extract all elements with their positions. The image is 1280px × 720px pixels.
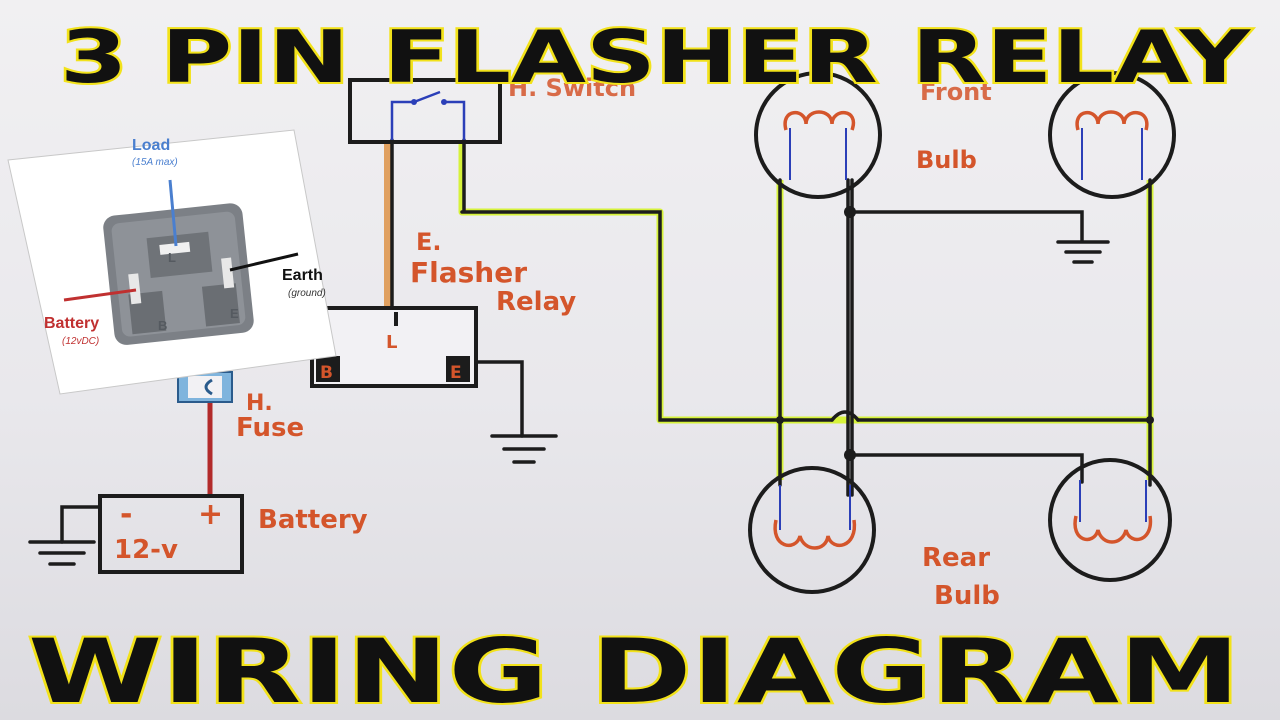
black-wires xyxy=(28,138,1152,566)
bottom-title: WIRING DIAGRAM xyxy=(28,620,1240,720)
inset-pin-e: E xyxy=(230,306,239,321)
battery-negative: - xyxy=(120,497,132,532)
flasher-label-line2: Flasher xyxy=(410,256,527,289)
flasher-label-line3: Relay xyxy=(496,287,576,317)
front-bulb-label-line1: Front xyxy=(920,78,992,106)
fuse-label-line2: Fuse xyxy=(236,413,304,443)
relay-pin-e: E xyxy=(450,363,462,383)
inset-load-label: Load xyxy=(132,137,170,154)
rear-bulb-label-line2: Bulb xyxy=(934,581,1000,611)
relay-inset xyxy=(7,129,337,395)
fuse xyxy=(177,371,233,403)
inset-battery-label: Battery xyxy=(44,315,99,332)
inset-earth-sub: (ground) xyxy=(288,288,326,299)
rear-bulb-label-line1: Rear xyxy=(922,543,990,573)
junction-dots xyxy=(776,206,1154,461)
inset-pin-l: L xyxy=(168,250,176,265)
front-bulb-label-line2: Bulb xyxy=(916,146,977,174)
switch-label: H. Switch xyxy=(508,74,636,102)
battery-positive: + xyxy=(198,497,223,532)
inset-load-sub: (15A max) xyxy=(132,157,178,168)
battery-voltage: 12-v xyxy=(114,535,178,565)
flasher-relay xyxy=(310,306,478,388)
switch-to-bulbs-wire xyxy=(458,140,1150,424)
top-title: 3 PIN FLASHER RELAY xyxy=(60,15,1251,99)
fuse-label-line1: H. xyxy=(246,391,273,416)
inset-battery-sub: (12vDC) xyxy=(62,336,99,347)
headlight-switch xyxy=(348,78,502,144)
front-bulb-right xyxy=(1048,71,1176,199)
inset-pin-b: B xyxy=(158,318,167,333)
relay-pin-l: L xyxy=(386,332,397,353)
battery xyxy=(98,494,244,574)
front-bulb-left xyxy=(754,71,882,199)
rear-bulb-left xyxy=(748,466,876,594)
rear-bulb-right xyxy=(1048,458,1172,582)
battery-label: Battery xyxy=(258,505,368,535)
inset-earth-label: Earth xyxy=(282,267,323,284)
relay-pin-b: B xyxy=(320,363,333,383)
flasher-label-line1: E. xyxy=(416,228,442,256)
